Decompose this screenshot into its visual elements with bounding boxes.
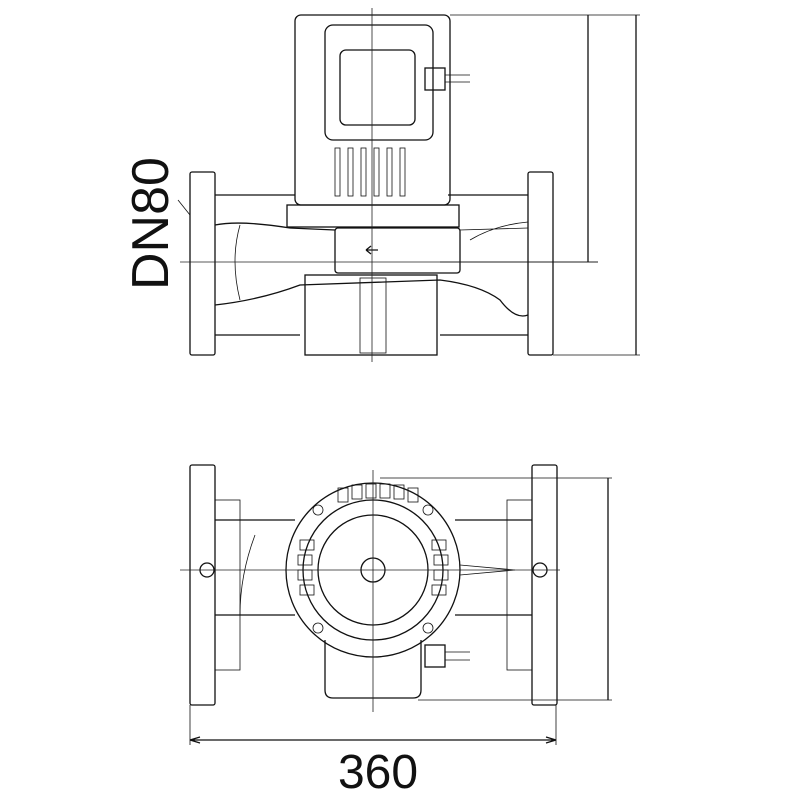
dn-label: DN80	[122, 157, 180, 290]
plan-view: 360	[180, 464, 612, 799]
shaft-support	[359, 277, 387, 354]
plan-extension-lines	[380, 477, 612, 701]
motor-housing	[294, 14, 451, 206]
cable-plan	[445, 651, 470, 661]
terminal-box-cover	[339, 49, 416, 126]
right-flange-plan	[531, 464, 558, 706]
cable-gland	[424, 67, 446, 91]
extension-lines	[440, 14, 640, 356]
volute-outline	[214, 222, 529, 317]
length-dimension-line	[189, 736, 557, 744]
left-neck	[214, 499, 241, 671]
terminal-box	[324, 24, 434, 141]
cooling-fins	[334, 147, 406, 197]
length-label: 360	[338, 746, 418, 799]
right-neck	[506, 499, 533, 671]
pump-lower-body	[304, 274, 438, 356]
centerlines	[180, 8, 598, 362]
dn-leader-line	[177, 199, 191, 216]
cable-gland-plan	[424, 644, 446, 668]
side-elevation-view: DN80	[122, 8, 640, 362]
left-flange-plan	[189, 464, 216, 706]
pipe-body	[215, 194, 528, 336]
casing-curves	[234, 221, 529, 301]
casing-curves-plan	[239, 534, 516, 616]
right-flange	[527, 171, 554, 356]
plan-centerlines	[180, 470, 560, 712]
pipe-plan	[215, 519, 532, 616]
length-extension-lines	[189, 705, 557, 745]
motor-base-plate	[286, 204, 460, 228]
left-flange	[189, 171, 216, 356]
pump-housing	[334, 227, 461, 274]
cable	[445, 74, 470, 83]
height-dimension-lines	[587, 15, 637, 355]
